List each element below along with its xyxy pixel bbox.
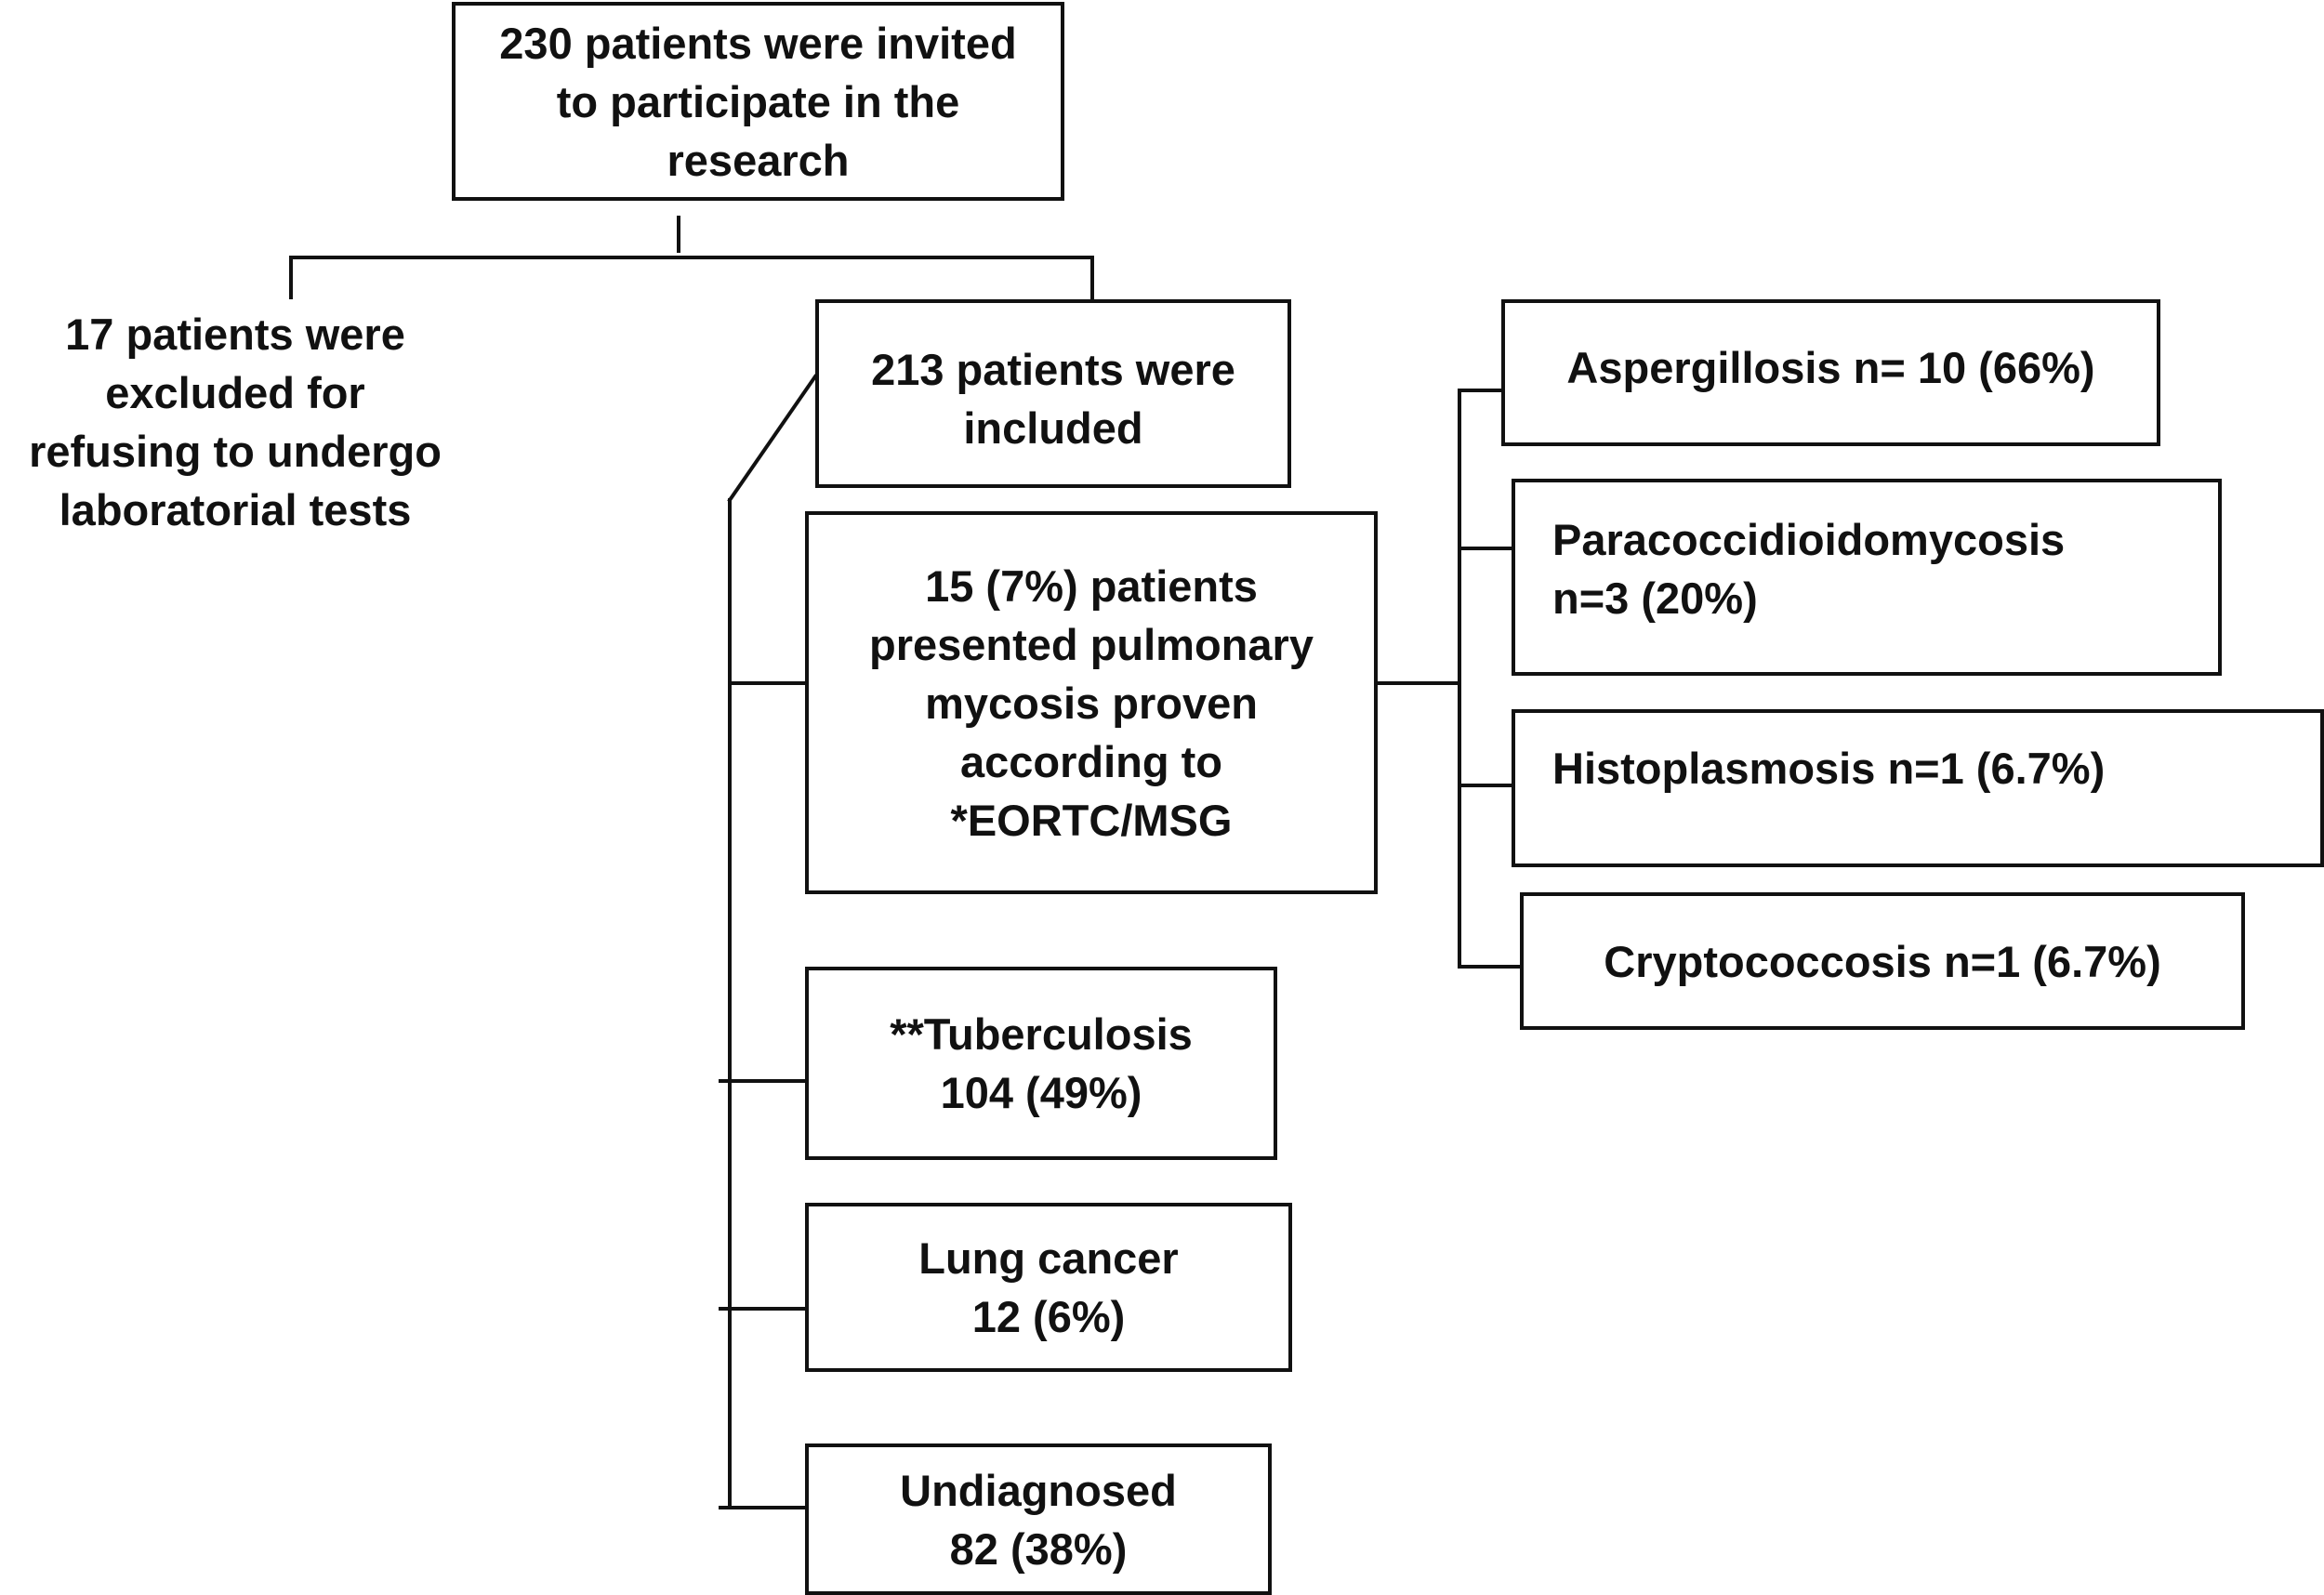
excluded-text: 17 patients were excluded for refusing t…: [0, 305, 470, 539]
invited-box: 230 patients were invited to participate…: [452, 2, 1064, 201]
histoplasmosis-box: Histoplasmosis n=1 (6.7%): [1512, 709, 2324, 867]
paracoccidioidomycosis-box: Paracoccidioidomycosis n=3 (20%): [1512, 479, 2222, 676]
excluded-line-2: excluded for: [105, 368, 365, 417]
included-box: 213 patients were included: [815, 299, 1291, 488]
tuberculosis-box: **Tuberculosis 104 (49%): [805, 967, 1277, 1160]
undiagnosed-line-2: 82 (38%): [949, 1523, 1128, 1574]
undiagnosed-line-1: Undiagnosed: [900, 1465, 1177, 1515]
connector-included-diagonal: [727, 374, 818, 503]
paracoccidioidomycosis-line-1: Paracoccidioidomycosis: [1552, 515, 2066, 564]
cryptococcosis-box: Cryptococcosis n=1 (6.7%): [1520, 892, 2245, 1030]
mycosis-line-4: according to: [959, 736, 1223, 786]
aspergillosis-box: Aspergillosis n= 10 (66%): [1501, 299, 2160, 446]
invited-line-2: to participate in the: [556, 76, 960, 126]
invited-line-1: 230 patients were invited: [499, 18, 1017, 68]
mycosis-line-5: *EORTC/MSG: [950, 795, 1233, 845]
lung-cancer-line-2: 12 (6%): [971, 1292, 1126, 1341]
mycosis-line-1: 15 (7%) patients: [925, 560, 1258, 611]
included-line-1: 213 patients were: [871, 345, 1235, 394]
aspergillosis-line-1: Aspergillosis n= 10 (66%): [1566, 343, 2095, 392]
tuberculosis-line-1: **Tuberculosis: [890, 1009, 1193, 1059]
lung-cancer-box: Lung cancer 12 (6%): [805, 1203, 1292, 1372]
paracoccidioidomycosis-line-2: n=3 (20%): [1552, 573, 1758, 623]
excluded-line-4: laboratorial tests: [59, 485, 412, 534]
histoplasmosis-line-1: Histoplasmosis n=1 (6.7%): [1552, 744, 2106, 793]
undiagnosed-box: Undiagnosed 82 (38%): [805, 1443, 1272, 1595]
lung-cancer-line-1: Lung cancer: [918, 1233, 1179, 1283]
invited-line-3: research: [667, 135, 850, 185]
excluded-line-3: refusing to undergo: [29, 427, 442, 476]
mycosis-box: 15 (7%) patients presented pulmonary myc…: [805, 511, 1378, 894]
mycosis-line-3: mycosis proven: [925, 678, 1258, 728]
cryptococcosis-line-1: Cryptococcosis n=1 (6.7%): [1604, 936, 2161, 986]
tuberculosis-line-2: 104 (49%): [940, 1068, 1142, 1117]
mycosis-line-2: presented pulmonary: [869, 619, 1314, 669]
excluded-line-1: 17 patients were: [65, 310, 405, 359]
included-line-2: included: [963, 403, 1143, 453]
